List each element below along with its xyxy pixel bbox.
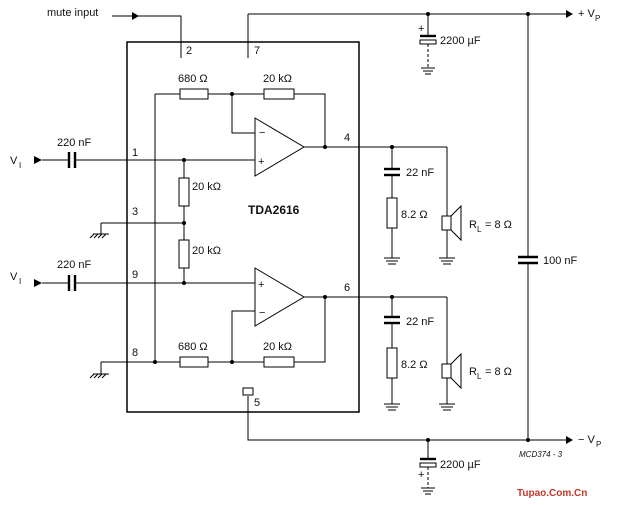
pin-6-label: 6 xyxy=(344,282,350,294)
input-2-label: V xyxy=(10,271,18,283)
feedback-network-bottom xyxy=(155,297,326,368)
drawing-code: MCD374 - 3 xyxy=(519,450,563,459)
ic-name: TDA2616 xyxy=(248,203,300,217)
input-2-cap-value: 220 nF xyxy=(57,259,92,271)
output-network-top xyxy=(384,147,462,265)
load-top-name: R xyxy=(469,219,477,231)
load-bottom-subscript: L xyxy=(477,372,482,381)
fb-bottom-r-feedback: 20 kΩ xyxy=(263,341,292,353)
supply-capacitor-top: + xyxy=(418,14,437,75)
vp-minus-subscript: P xyxy=(596,440,601,449)
supply-capacitor-bottom: + xyxy=(418,440,437,495)
input-2-wire xyxy=(34,275,255,291)
out-bottom-res-value: 8.2 Ω xyxy=(401,359,428,371)
feedback-common xyxy=(89,94,232,379)
divider-top-value: 20 kΩ xyxy=(192,181,221,193)
mute-input-label: mute input xyxy=(47,7,98,19)
op-amp-bottom: + − xyxy=(254,267,447,327)
pin-3-label: 3 xyxy=(132,206,138,218)
pin-5-label: 5 xyxy=(254,397,260,409)
fb-bottom-r-input: 680 Ω xyxy=(178,341,208,353)
feedback-network-top xyxy=(155,88,326,147)
positive-supply-rail xyxy=(247,10,573,58)
pin-2-label: 2 xyxy=(186,45,192,57)
pin-7-label: 7 xyxy=(254,45,260,57)
supply-cap-top-value: 2200 µF xyxy=(440,35,481,47)
mute-input-wire xyxy=(112,12,182,58)
divider-bottom-value: 20 kΩ xyxy=(192,245,221,257)
svg-text:+: + xyxy=(418,469,424,481)
input-1-cap-value: 220 nF xyxy=(57,137,92,149)
negative-supply-rail xyxy=(242,387,573,444)
bypass-cap-value: 100 nF xyxy=(543,255,578,267)
svg-text:−: − xyxy=(259,307,265,319)
out-top-cap-value: 22 nF xyxy=(406,167,434,179)
load-top-subscript: L xyxy=(477,225,482,234)
vp-plus-label: + V xyxy=(578,8,595,20)
pin-1-label: 1 xyxy=(132,147,138,159)
load-bottom-value: = 8 Ω xyxy=(485,366,512,378)
svg-text:+: + xyxy=(258,279,264,291)
input-1-wire xyxy=(34,152,255,168)
pin-8-label: 8 xyxy=(132,347,138,359)
out-bottom-cap-value: 22 nF xyxy=(406,316,434,328)
svg-text:−: − xyxy=(259,127,265,139)
load-top-value: = 8 Ω xyxy=(485,219,512,231)
bias-divider xyxy=(89,160,190,283)
vp-minus-label: − V xyxy=(578,434,595,446)
vp-plus-subscript: P xyxy=(595,14,600,23)
pin-4-label: 4 xyxy=(344,132,350,144)
output-network-bottom xyxy=(384,297,462,411)
out-top-res-value: 8.2 Ω xyxy=(401,209,428,221)
op-amp-top: − + xyxy=(254,117,447,177)
watermark: Tupao.Com.Cn xyxy=(517,488,587,499)
load-bottom-name: R xyxy=(469,366,477,378)
input-2-subscript: I xyxy=(19,277,21,286)
pin-9-label: 9 xyxy=(132,269,138,281)
supply-cap-bottom-value: 2200 µF xyxy=(440,459,481,471)
bypass-capacitor xyxy=(518,14,538,440)
ic-body xyxy=(126,41,360,413)
fb-top-r-input: 680 Ω xyxy=(178,73,208,85)
fb-top-r-feedback: 20 kΩ xyxy=(263,73,292,85)
svg-text:+: + xyxy=(258,156,264,168)
input-1-label: V xyxy=(10,155,18,167)
input-1-subscript: I xyxy=(19,161,21,170)
svg-text:+: + xyxy=(418,23,424,35)
